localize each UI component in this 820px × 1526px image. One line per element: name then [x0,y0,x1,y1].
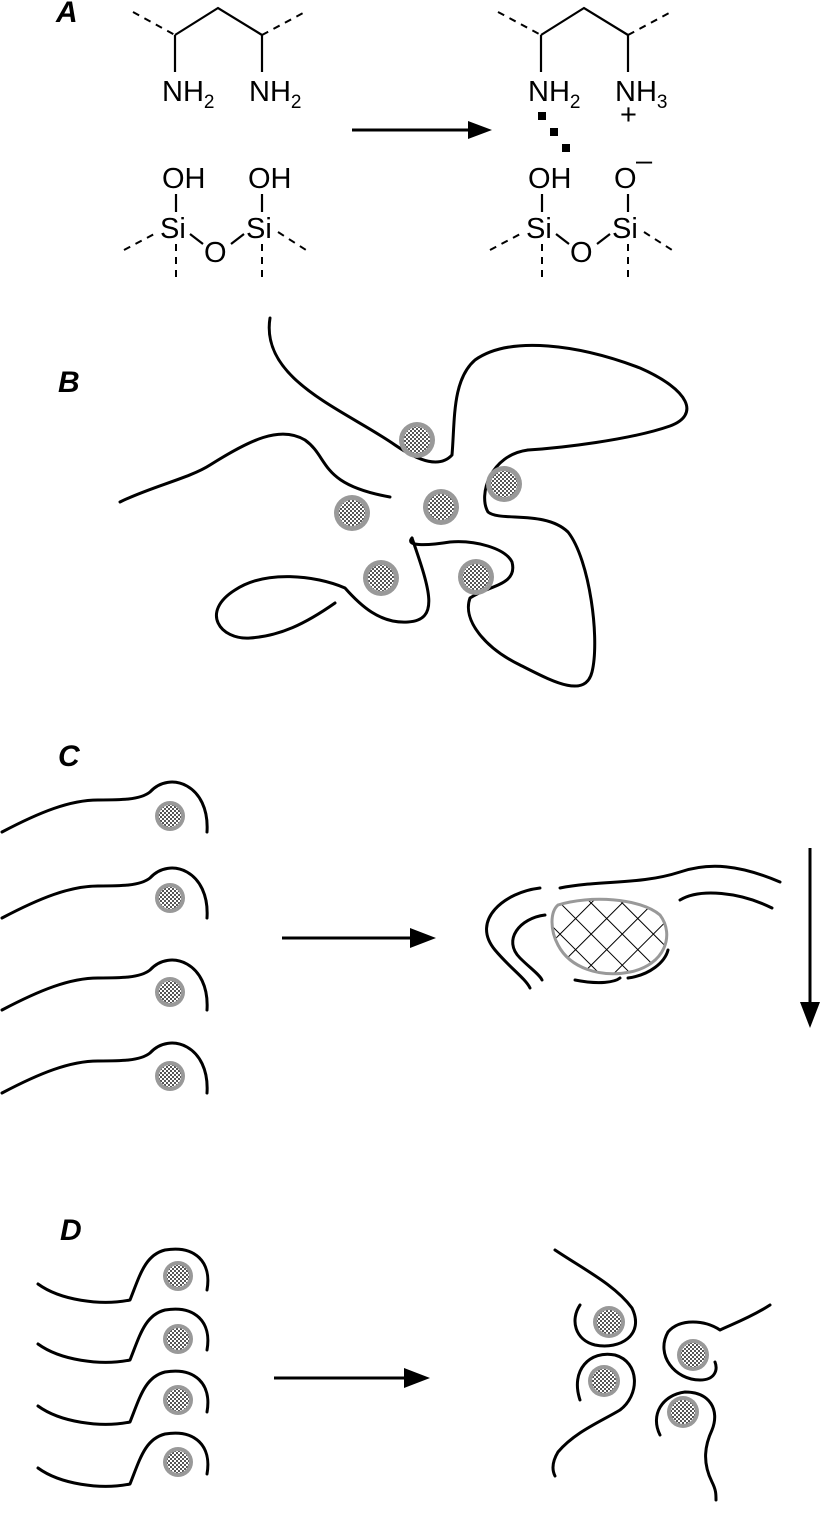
ammonium-group: NH3 [615,76,667,113]
polymer-strand [0,866,209,920]
polymer-bottom-shell [573,948,670,985]
aggregated-particle-c [485,864,782,990]
left-silica-surface: OH OH Si Si O [123,163,307,278]
polymer-wrapped-particle [662,1303,772,1382]
polymer-strands-d [36,1247,210,1488]
negative-charge: – [636,145,653,177]
silanol-group-2: OH [248,163,292,195]
silicon-atom-2: Si [246,213,272,245]
polymer-strand [0,958,209,1012]
panel-c: C [0,740,820,1095]
nanoparticle [486,466,522,502]
panel-d: D [36,1214,772,1502]
reaction-arrow-c [282,928,436,948]
polymer-strand [36,1307,210,1364]
polymer-strands-c [0,780,209,1095]
polymer-side-wrap-inner [511,913,547,982]
polymer-network-b [118,316,689,688]
left-amine-polymer: NH2 NH2 [132,6,306,113]
panel-c-label: C [58,740,81,773]
polymer-inner-shell [678,891,774,910]
polymer-side-wrap-outer [485,886,542,990]
polymer-chain-right [409,448,597,688]
nanoparticle [423,489,459,525]
silanolate-oxygen: O [614,163,637,195]
agglomerated-core [550,897,669,976]
amine-group-1: NH2 [162,76,214,113]
right-amine-polymer: NH2 NH3 + [497,6,672,131]
polymer-strand [36,1247,210,1304]
right-silica-surface: OH O – Si Si O [489,145,673,278]
polymer-wrapped-particle [553,1248,638,1348]
silanol-group-bonded: OH [528,163,572,195]
silicon-atom-3: Si [526,213,552,245]
bridging-oxygen: O [204,237,227,269]
polymer-strand [0,1041,209,1095]
panel-b-label: B [58,366,80,399]
polymer-wrapped-particle [654,1390,718,1502]
nanoparticle [399,422,435,458]
panel-d-label: D [60,1214,82,1247]
polymer-strand [36,1369,210,1426]
dispersed-cluster-d [551,1248,772,1502]
panel-a-label: A [55,0,78,29]
silanol-group-1: OH [162,163,206,195]
nanoparticles-b [334,422,522,596]
nanoparticle [458,559,494,595]
polymer-strand [0,780,209,834]
polymer-chain-bottom-left [214,536,431,640]
polymer-strand [36,1431,210,1488]
positive-charge: + [620,99,637,131]
polymer-chain-top [267,316,689,464]
polymer-wrapped-particle [551,1352,636,1478]
polymer-chain-left [118,432,392,504]
panel-b: B [58,316,689,688]
silicon-atom-4: Si [612,213,638,245]
reaction-arrow-d [274,1368,430,1388]
hydrogen-bond-dots [538,112,570,152]
amine-group-neutral: NH2 [528,76,580,113]
nanoparticle [363,560,399,596]
silicon-atom-1: Si [160,213,186,245]
amine-group-2: NH2 [249,76,301,113]
panel-a: A NH2 NH2 OH OH Si Si O [55,0,673,278]
sedimentation-arrow [800,848,820,1028]
nanoparticle [334,495,370,531]
polymer-outer-shell [558,864,782,890]
bridging-oxygen-2: O [570,237,593,269]
reaction-arrow-a [352,121,492,139]
